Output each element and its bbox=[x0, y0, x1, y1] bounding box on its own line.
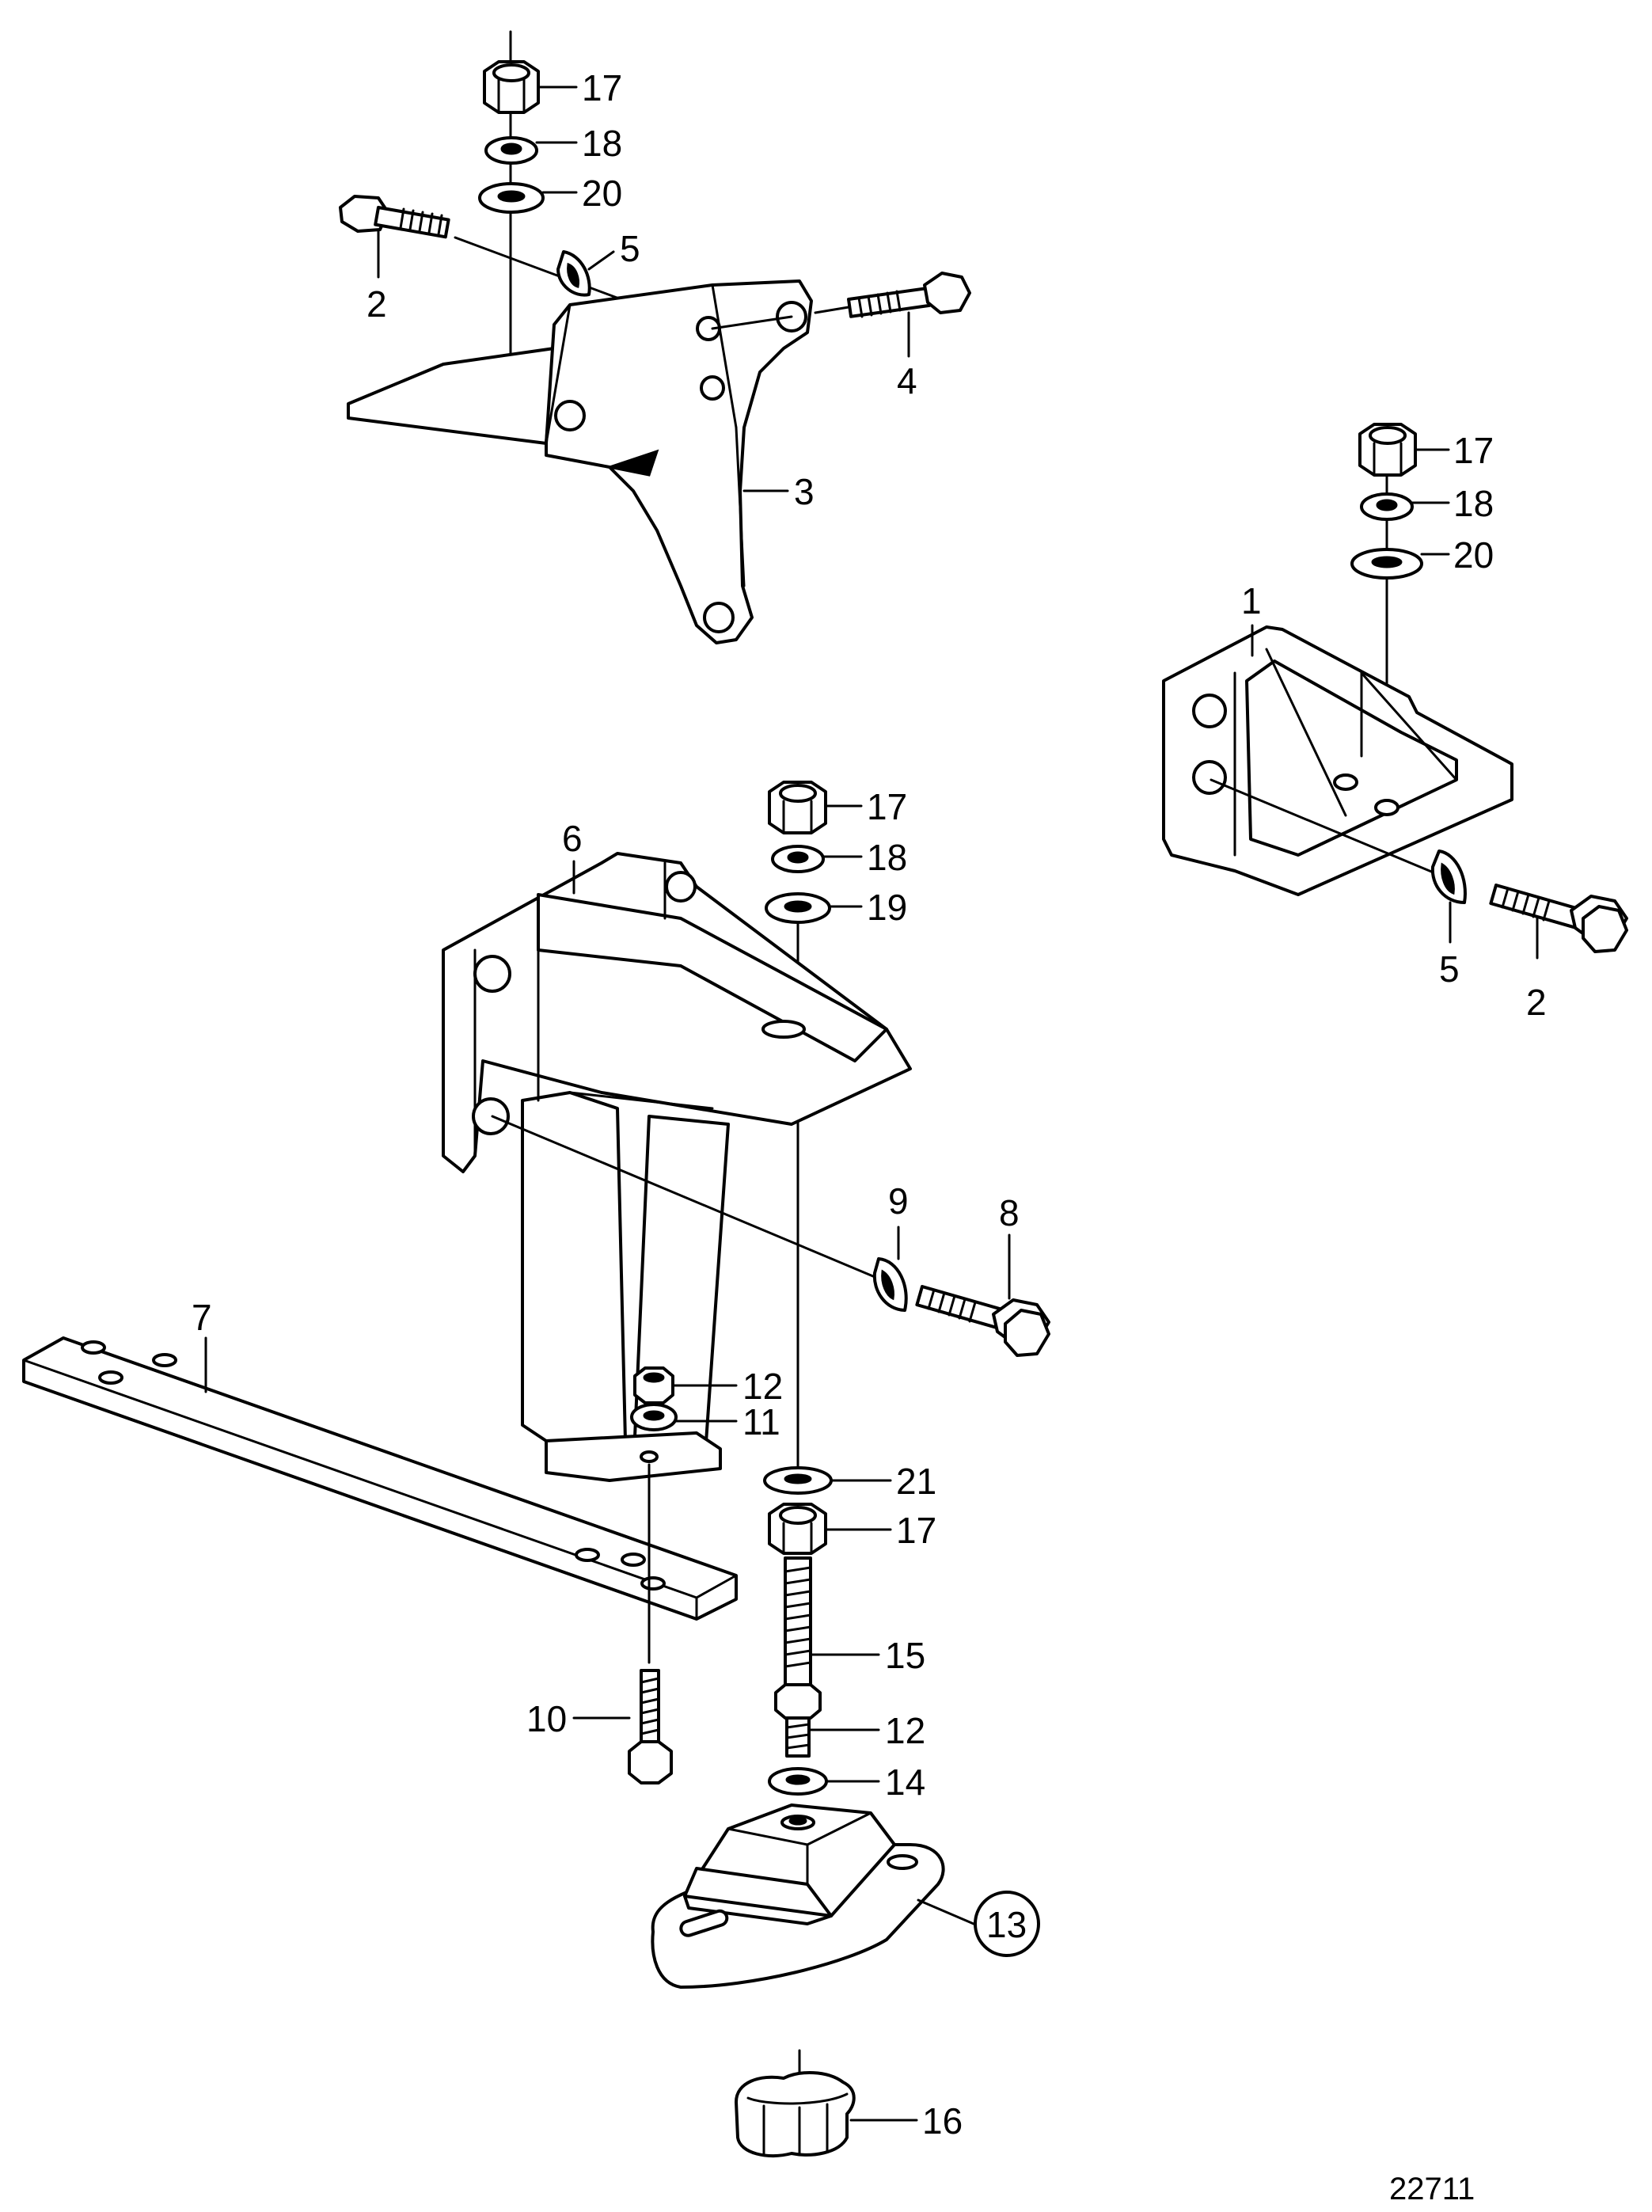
callout-12-lower: 12 bbox=[885, 1710, 925, 1751]
lock-washer-part-18-center bbox=[771, 845, 825, 873]
washer-part-5-top bbox=[556, 250, 591, 297]
callout-20-right: 20 bbox=[1453, 534, 1494, 576]
nut-part-17-center-top bbox=[768, 781, 827, 834]
stud-part-15 bbox=[784, 1556, 812, 1686]
callout-17-top: 17 bbox=[582, 67, 622, 108]
callout-16: 16 bbox=[922, 2100, 963, 2142]
callout-3-top: 3 bbox=[794, 471, 815, 512]
washer-part-21 bbox=[763, 1466, 833, 1495]
bolt-part-10 bbox=[628, 1669, 673, 1784]
callout-9: 9 bbox=[888, 1180, 909, 1222]
nut-part-17-top bbox=[483, 60, 540, 114]
right-bracket-assembly: 17 18 20 1 5 2 bbox=[1162, 423, 1628, 1023]
bracket-part-3 bbox=[347, 279, 813, 644]
nut-part-12-lower bbox=[774, 1683, 822, 1758]
bracket-part-6 bbox=[442, 852, 912, 1482]
callout-17-center-lower: 17 bbox=[896, 1510, 936, 1551]
callout-2-right: 2 bbox=[1526, 982, 1547, 1023]
callout-2-top: 2 bbox=[366, 283, 387, 325]
nut-part-12-upper bbox=[633, 1366, 674, 1404]
washer-part-11 bbox=[630, 1403, 678, 1431]
callout-10: 10 bbox=[526, 1698, 567, 1739]
nut-part-17-right bbox=[1358, 423, 1417, 477]
washer-part-9 bbox=[872, 1257, 908, 1312]
callout-5-top: 5 bbox=[620, 228, 640, 269]
callout-21: 21 bbox=[896, 1461, 936, 1502]
callout-15: 15 bbox=[885, 1635, 925, 1676]
callout-12-upper: 12 bbox=[742, 1366, 783, 1407]
bracket-part-1 bbox=[1162, 625, 1513, 896]
washer-part-20-right bbox=[1350, 548, 1423, 580]
callout-17-right: 17 bbox=[1453, 430, 1494, 471]
lock-washer-part-18-top bbox=[484, 136, 538, 165]
knob-part-16 bbox=[735, 2049, 856, 2157]
callout-8: 8 bbox=[999, 1192, 1020, 1233]
callout-20-top: 20 bbox=[582, 173, 622, 214]
washer-part-19-center bbox=[765, 892, 831, 924]
callout-18-top: 18 bbox=[582, 123, 622, 164]
rubber-mount-part-13 bbox=[651, 1803, 945, 1989]
callout-6: 6 bbox=[562, 818, 583, 859]
callout-5-right: 5 bbox=[1439, 948, 1460, 990]
bolt-part-8 bbox=[915, 1285, 1050, 1357]
center-bracket-assembly: 6 17 18 19 9 8 7 12 11 21 17 15 12 14 10… bbox=[22, 781, 1050, 2157]
washer-part-14 bbox=[768, 1767, 828, 1796]
washer-part-20-top bbox=[478, 182, 545, 214]
top-bracket-assembly: 17 18 20 5 2 4 3 bbox=[339, 30, 971, 644]
callout-18-center: 18 bbox=[867, 837, 907, 878]
callout-11: 11 bbox=[742, 1401, 780, 1442]
plate-part-7 bbox=[22, 1336, 738, 1621]
callout-7: 7 bbox=[192, 1297, 212, 1338]
callout-18-right: 18 bbox=[1453, 483, 1494, 524]
washer-part-5-right bbox=[1430, 849, 1467, 904]
bolt-part-2-top bbox=[339, 195, 627, 302]
callout-14: 14 bbox=[885, 1762, 925, 1803]
callout-4-top: 4 bbox=[897, 360, 917, 401]
callout-13: 13 bbox=[986, 1904, 1027, 1945]
callout-19-center: 19 bbox=[867, 887, 907, 928]
nut-part-17-center-lower bbox=[768, 1503, 827, 1555]
callout-17-center-top: 17 bbox=[867, 786, 907, 827]
lock-washer-part-18-right bbox=[1360, 492, 1414, 521]
bolt-part-4-top bbox=[814, 272, 971, 318]
drawing-reference-number: 22711 bbox=[1389, 2172, 1475, 2206]
callout-1-right: 1 bbox=[1241, 580, 1262, 621]
bolt-part-2-right bbox=[1489, 884, 1628, 953]
